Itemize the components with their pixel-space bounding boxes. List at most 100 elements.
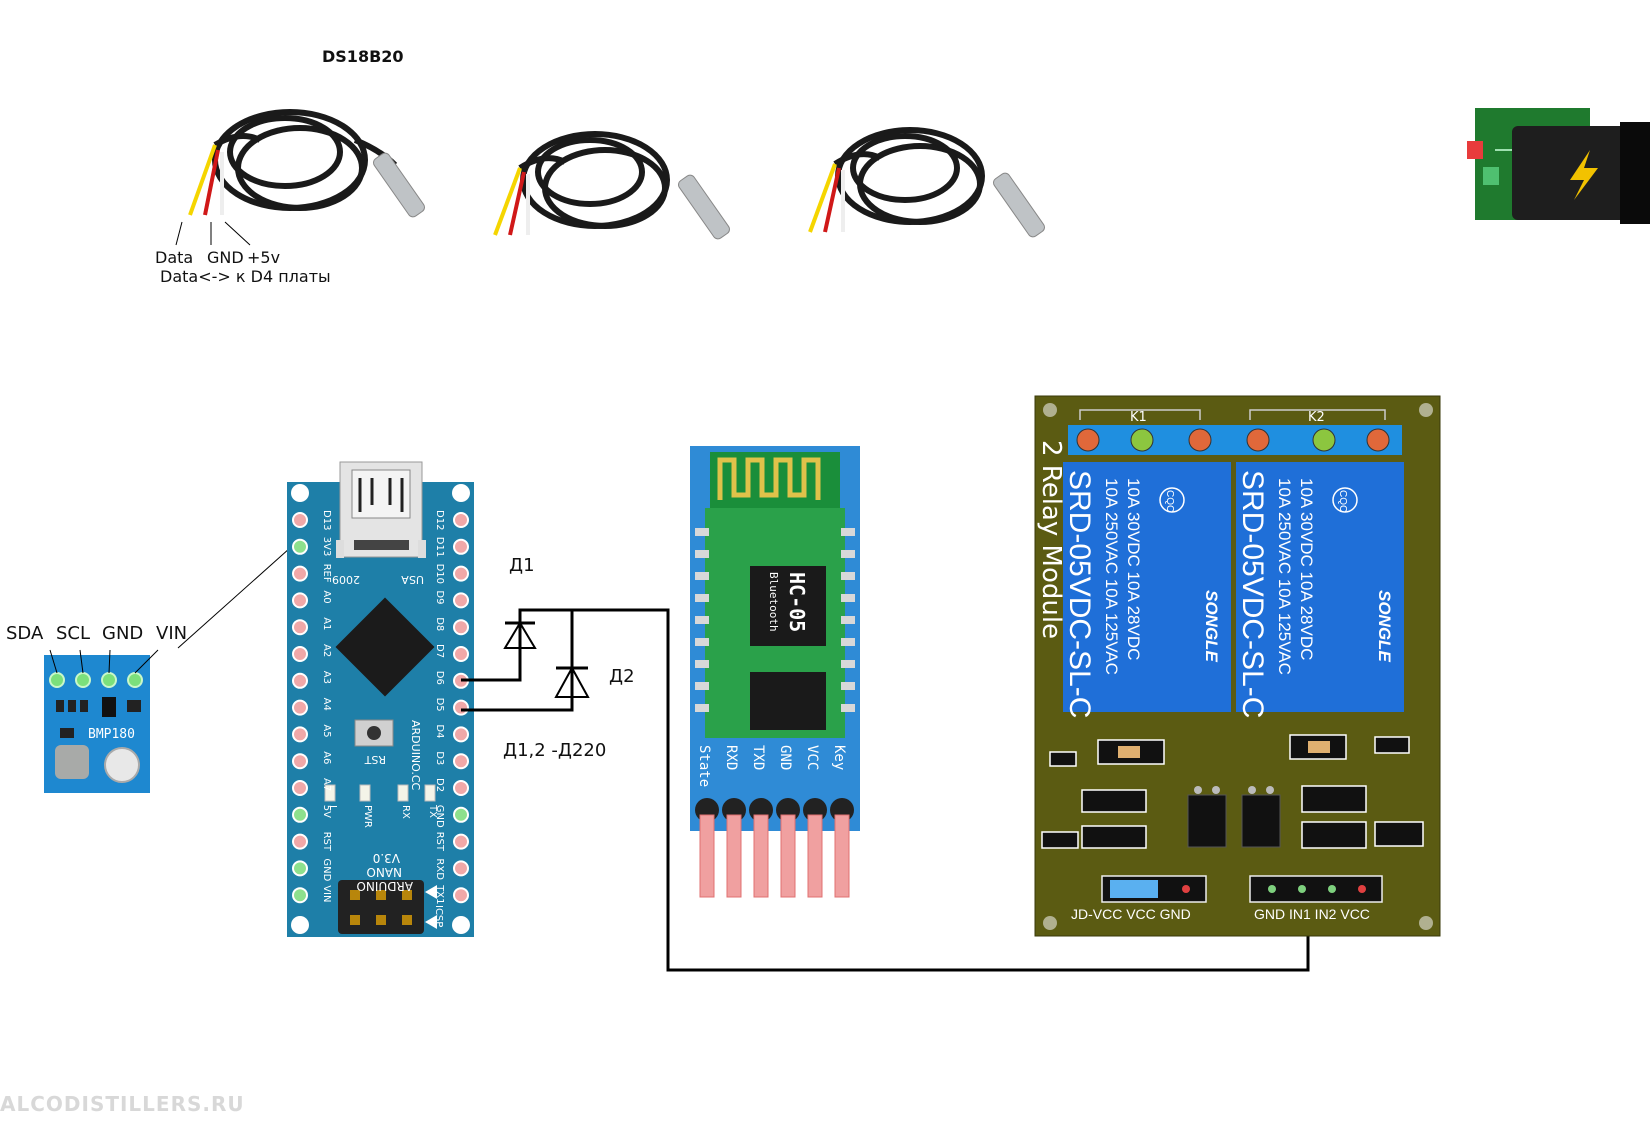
relay-k1-rating1: 10A 250VAC 10A 125VAC — [1102, 478, 1121, 675]
arduino-right-pin-label: D6 — [434, 671, 445, 685]
arduino-right-pin-pad — [453, 806, 469, 823]
arduino-left-pin-pad — [292, 512, 308, 528]
arduino-right-pin-pad — [453, 565, 469, 582]
ds18b20-probe-3 — [808, 127, 1045, 238]
arduino-left-pin-pad — [292, 646, 308, 662]
hc05-pin-label: RXD — [723, 745, 739, 770]
arduino-label-site: ARDUINO.CC — [409, 720, 422, 791]
hc05-bluetooth-module — [690, 446, 860, 898]
arduino-right-pin-pad — [453, 592, 469, 609]
power-adapter-icon — [1467, 108, 1650, 224]
arduino-label-usa: USA — [401, 573, 424, 586]
arduino-right-pin-label: D12 — [434, 510, 445, 530]
arduino-right-pin-pad — [453, 726, 469, 743]
relay-k2-model: SRD-05VDC-SL-C — [1236, 470, 1269, 718]
arduino-left-pin-pad — [292, 860, 308, 877]
wiring — [461, 608, 1310, 972]
arduino-left-pin-pad — [292, 833, 308, 850]
diode-d1-label: Д1 — [509, 555, 535, 576]
arduino-right-pin-pad — [453, 860, 469, 877]
hc05-subtitle: Bluetooth — [767, 572, 780, 632]
arduino-right-pin-pad — [453, 512, 469, 528]
hc05-pin-label: State — [696, 745, 712, 787]
arduino-right-pin-label: D10 — [434, 564, 445, 584]
arduino-title-line2: NANO — [366, 865, 402, 879]
relay-k1-rating2: 10A 30VDC 10A 28VDC — [1124, 478, 1143, 660]
relay-k2-rating2: 10A 30VDC 10A 28VDC — [1297, 478, 1316, 660]
arduino-left-pin-label: VIN — [321, 885, 332, 902]
relay-k2-rating1: 10A 250VAC 10A 125VAC — [1275, 478, 1294, 675]
relay-k1-brand: SONGLE — [1202, 590, 1221, 662]
hc05-pin-label: GND — [777, 745, 793, 770]
ds18b20-probe-1 — [175, 109, 425, 246]
arduino-left-pin-label: GND — [321, 858, 332, 881]
arduino-left-pin-pad — [292, 592, 308, 609]
arduino-title-line1: ARDUINO — [356, 879, 413, 893]
arduino-left-pin-label: 3V3 — [321, 537, 332, 557]
arduino-right-pin-pad — [453, 887, 469, 904]
arduino-left-pin-label: A4 — [321, 698, 332, 711]
arduino-right-pin-pad — [453, 538, 469, 555]
arduino-right-pin-pad — [453, 833, 469, 850]
hc05-model-label: HC-05 — [785, 572, 809, 632]
relay-right-header-label: GND IN1 IN2 VCC — [1254, 906, 1370, 922]
arduino-left-pin-label: A5 — [321, 724, 332, 737]
arduino-right-pin-pad — [453, 646, 469, 662]
arduino-left-pin-label: 5V — [321, 805, 332, 818]
arduino-right-pin-pad — [453, 699, 469, 716]
bmp180-module — [44, 655, 150, 793]
arduino-left-pin-label: REF — [321, 564, 332, 583]
arduino-left-pin-label: A3 — [321, 671, 332, 684]
arduino-right-pin-pad — [453, 753, 469, 770]
arduino-left-pin-pad — [292, 619, 308, 636]
arduino-left-pin-pad — [292, 753, 308, 770]
wire-label-gnd: GND — [207, 248, 244, 267]
bmp180-pin-gnd: GND — [102, 623, 144, 644]
relay-module-board — [1034, 395, 1441, 937]
arduino-right-pin-pad — [453, 619, 469, 636]
arduino-left-pin-pad — [292, 672, 308, 689]
arduino-label-rx: RX — [400, 805, 411, 819]
hc05-pin-label: Key — [831, 745, 847, 770]
watermark: ALCODISTILLERS.RU — [0, 1092, 245, 1116]
relay-k1-model: SRD-05VDC-SL-C — [1063, 470, 1096, 718]
arduino-right-pin-label: D7 — [434, 644, 445, 658]
arduino-nano-board — [287, 461, 474, 937]
arduino-right-pin-label: GND — [434, 805, 445, 828]
arduino-left-pin-pad — [292, 887, 308, 904]
wire-label-vcc: +5v — [247, 248, 281, 267]
arduino-right-pin-label: RST — [434, 832, 445, 852]
relay-k1-cert: CQC — [1164, 490, 1175, 512]
relay-k2-cert: CQC — [1337, 490, 1348, 512]
arduino-right-pin-label: D2 — [434, 778, 445, 792]
diode-d2-label: Д2 — [609, 666, 635, 687]
arduino-left-pin-pad — [292, 699, 308, 716]
relay-k2-label: K2 — [1308, 410, 1325, 425]
arduino-right-pin-label: D11 — [434, 537, 445, 557]
arduino-left-pin-label: A2 — [321, 644, 332, 657]
relay-module-title: 2 Relay Module — [1036, 440, 1066, 639]
arduino-left-pin-label: A1 — [321, 617, 332, 630]
wire-label-data: Data — [155, 248, 194, 267]
relay-k2-brand: SONGLE — [1375, 590, 1394, 662]
arduino-label-rst: RST — [364, 753, 386, 766]
hc05-pin-label: TXD — [750, 745, 766, 770]
bmp180-chip-label: BMP180 — [88, 727, 135, 742]
arduino-left-pin-pad — [292, 780, 308, 796]
relay-left-header-label: JD-VCC VCC GND — [1071, 906, 1191, 922]
arduino-right-pin-pad — [453, 780, 469, 796]
diode-type-note: Д1,2 -Д220 — [503, 740, 607, 761]
arduino-left-pin-pad — [292, 565, 308, 582]
arduino-left-pin-pad — [292, 806, 308, 823]
arduino-right-pin-label: D5 — [434, 698, 445, 712]
arduino-left-pin-label: RST — [321, 832, 332, 852]
ds18b20-probe-2 — [493, 131, 730, 240]
arduino-right-pin-label: D9 — [434, 590, 445, 604]
bmp180-pin-vin: VIN — [156, 623, 188, 644]
arduino-left-pin-label: A0 — [321, 590, 332, 603]
relay-k1-label: K1 — [1130, 410, 1147, 425]
arduino-left-pin-label: A6 — [321, 751, 332, 764]
arduino-left-pin-pad — [292, 538, 308, 555]
bmp180-pin-sda: SDA — [6, 623, 44, 644]
